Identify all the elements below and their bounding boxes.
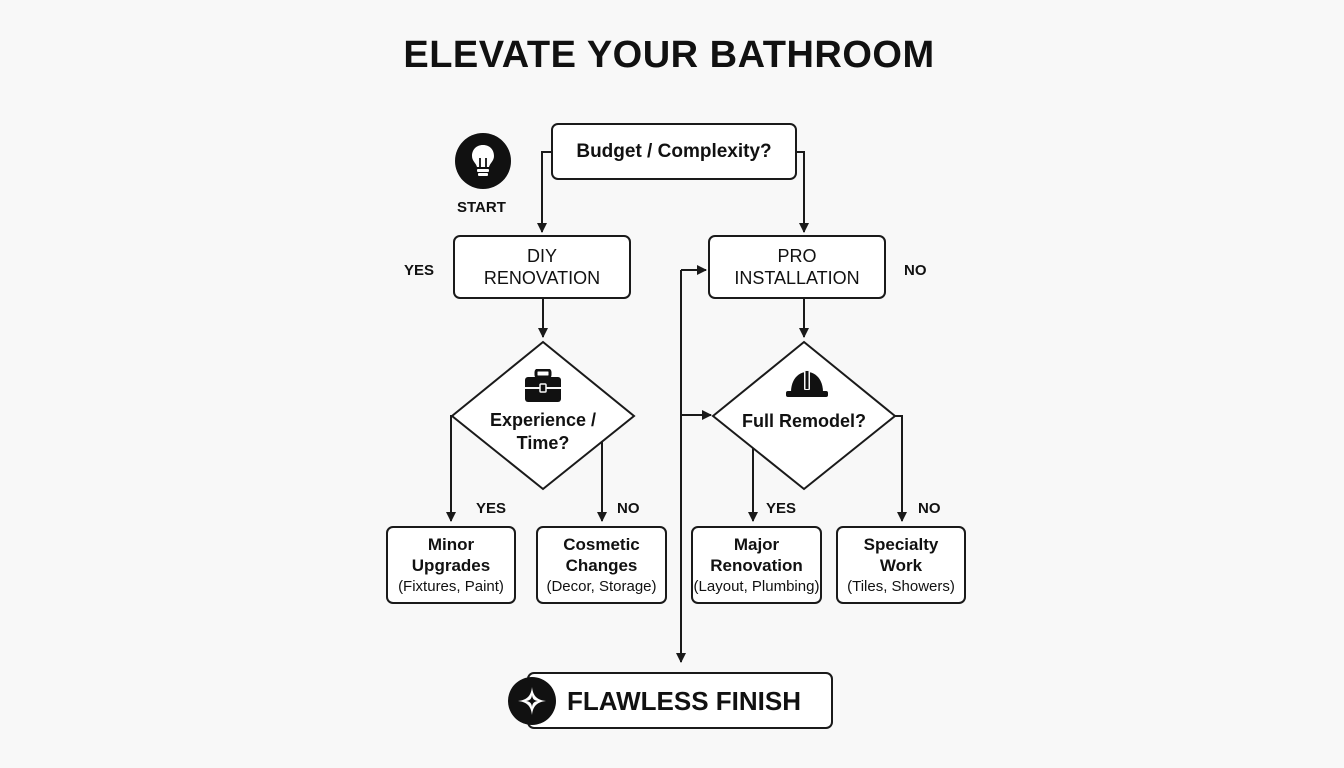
decision-experience-line2: Time? — [516, 433, 570, 453]
yes-label-minor: YES — [476, 500, 507, 517]
decision-experience-line1: Experience / — [489, 410, 597, 430]
diagram-title: ELEVATE YOUR BATHROOM — [403, 34, 935, 76]
leaf-title-1: Cosmetic — [563, 535, 640, 554]
toolbox-icon — [524, 368, 562, 403]
pro-line2: INSTALLATION — [734, 268, 860, 288]
yes-label-diy-branch: YES — [404, 262, 435, 279]
lightbulb-icon — [455, 133, 511, 189]
decision-budget-box: Budget / Complexity? — [551, 123, 797, 180]
leaf-title-2: Renovation — [710, 556, 803, 575]
pro-installation-box: PRO INSTALLATION — [708, 235, 886, 299]
leaf-subtitle: (Tiles, Showers) — [847, 578, 955, 595]
no-label-cosmetic: NO — [617, 500, 640, 517]
leaf-minor-upgrades: Minor Upgrades (Fixtures, Paint) — [386, 526, 516, 604]
leaf-subtitle: (Layout, Plumbing) — [693, 578, 820, 595]
diy-line1: DIY — [526, 246, 557, 266]
pro-line1: PRO — [777, 246, 817, 266]
no-label-specialty: NO — [918, 500, 941, 517]
leaf-title-2: Changes — [565, 556, 638, 575]
leaf-cosmetic-changes: Cosmetic Changes (Decor, Storage) — [536, 526, 667, 604]
start-label: START — [457, 199, 506, 216]
decision-experience-diamond — [450, 340, 636, 491]
leaf-subtitle: (Decor, Storage) — [546, 578, 657, 595]
flawless-finish-text: FLAWLESS FINISH — [567, 686, 801, 716]
leaf-title-1: Major — [733, 535, 780, 554]
hard-hat-icon — [785, 368, 829, 400]
yes-label-major: YES — [766, 500, 797, 517]
decision-experience-text: Experience / Time? — [473, 409, 613, 455]
leaf-major-renovation: Major Renovation (Layout, Plumbing) — [691, 526, 822, 604]
connector-experience-minor — [446, 415, 456, 522]
connector-budget-diy — [537, 151, 552, 233]
leaf-subtitle: (Fixtures, Paint) — [398, 578, 504, 595]
diy-renovation-box: DIY RENOVATION — [453, 235, 631, 299]
no-label-pro-branch: NO — [904, 262, 927, 279]
decision-budget-text: Budget / Complexity? — [576, 140, 772, 162]
leaf-title-1: Specialty — [863, 535, 939, 554]
diy-line2: RENOVATION — [483, 268, 601, 288]
connector-budget-pro — [796, 151, 809, 233]
leaf-title-2: Work — [879, 556, 923, 575]
sparkle-icon — [508, 677, 556, 725]
decision-remodel-text: Full Remodel? — [741, 411, 866, 431]
connector-remodel-specialty — [893, 415, 907, 522]
leaf-title-2: Upgrades — [411, 556, 491, 575]
decision-remodel-diamond — [711, 340, 897, 491]
leaf-specialty-work: Specialty Work (Tiles, Showers) — [836, 526, 966, 604]
leaf-title-1: Minor — [427, 535, 475, 554]
